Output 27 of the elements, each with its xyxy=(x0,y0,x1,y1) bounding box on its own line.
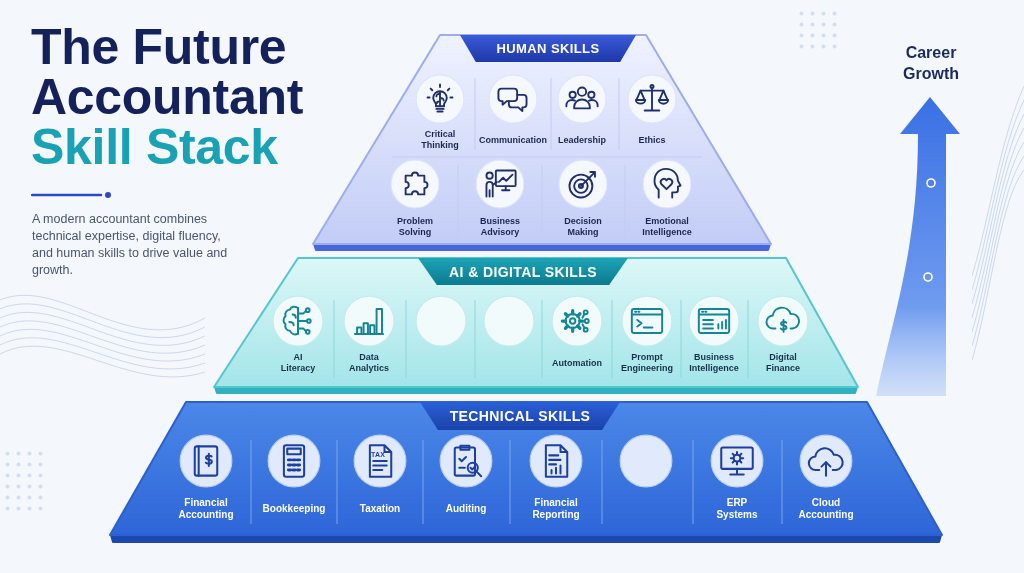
skill-label: Problem Solving xyxy=(397,216,433,238)
skill-label: Financial Reporting xyxy=(532,496,580,522)
skill-label: Taxation xyxy=(359,502,401,516)
description-text: A modern accountant combines technical expertise, digital fluency, and human skills to drive value and growth. xyxy=(32,211,229,279)
skill-label: Auditing xyxy=(445,502,487,516)
skill-label: Data Analytics xyxy=(349,352,389,374)
skill-label: Emotional Intelligence xyxy=(642,216,692,238)
arrow-label: Career Growth xyxy=(903,43,959,84)
skill-label: Automation xyxy=(552,357,602,369)
skill-label: Decision Making xyxy=(564,216,602,238)
skill-label: Cloud Accounting xyxy=(798,496,854,522)
skill-label: Ethics xyxy=(638,134,666,146)
tier-heading-tab: TECHNICAL SKILLS xyxy=(420,402,620,430)
skill-label: Financial Accounting xyxy=(178,496,234,522)
skill-label: Business Advisory xyxy=(480,216,520,238)
skill-label: ERP Systems xyxy=(716,496,758,522)
tier-heading-tab: HUMAN SKILLS xyxy=(460,35,636,62)
title-heading: The Future Accountant Skill Stack xyxy=(31,22,304,172)
skill-label: AI Literacy xyxy=(280,352,316,374)
skill-label: Business Intelligence xyxy=(689,352,739,374)
skill-label: Prompt Engineering xyxy=(621,352,673,374)
skill-label: Bookkeeping xyxy=(262,502,326,516)
skill-label: Communication xyxy=(479,134,547,146)
skill-label: Digital Finance xyxy=(766,352,800,374)
skill-label: Critical Thinking xyxy=(421,129,459,151)
tier-heading-tab: AI & DIGITAL SKILLS xyxy=(418,258,628,285)
skill-label: Leadership xyxy=(558,134,606,146)
